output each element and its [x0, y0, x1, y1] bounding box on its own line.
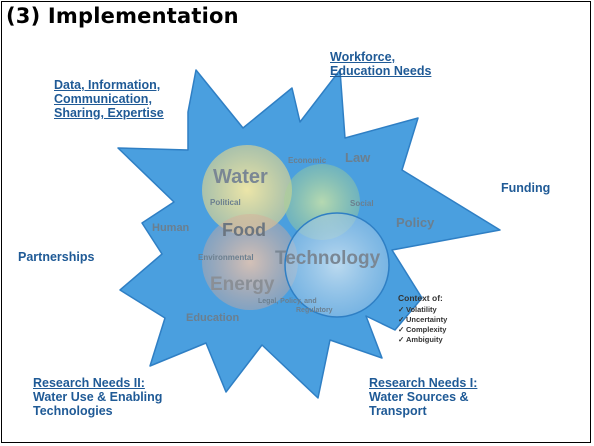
context-item: Ambiguity — [406, 335, 443, 344]
word-environmental: Environmental — [198, 253, 254, 262]
context-check-icon: ✓ — [398, 315, 404, 324]
technology-circle — [284, 212, 390, 318]
slide-title: (3) Implementation — [6, 4, 239, 28]
context-check-icon: ✓ — [398, 335, 404, 344]
label-research-needs-2[interactable]: Research Needs II: Water Use & Enabling … — [33, 376, 162, 418]
word-political: Political — [210, 198, 241, 207]
context-heading: Context of: — [398, 293, 443, 303]
label-partnerships[interactable]: Partnerships — [18, 250, 95, 264]
label-heading: Research Needs II: — [33, 376, 145, 390]
label-line: Technologies — [33, 404, 113, 418]
label-line: Education Needs — [330, 64, 432, 78]
word-energy: Energy — [210, 274, 275, 295]
word-human: Human — [152, 222, 190, 234]
context-item: Uncertainty — [406, 315, 448, 324]
word-law: Law — [345, 150, 371, 165]
word-social: Social — [350, 199, 374, 208]
context-item: Volatility — [406, 305, 438, 314]
label-heading: Research Needs I: — [369, 376, 478, 390]
label-line: Communication, — [54, 92, 152, 106]
label-workforce[interactable]: Workforce, Education Needs — [330, 50, 431, 78]
context-check-icon: ✓ — [398, 305, 404, 314]
label-data-information[interactable]: Data, Information, Communication, Sharin… — [54, 78, 164, 120]
word-education: Education — [186, 312, 239, 324]
context-check-icon: ✓ — [398, 325, 404, 334]
word-policy: Policy — [396, 215, 435, 230]
word-food: Food — [222, 220, 266, 240]
label-research-needs-1[interactable]: Research Needs I: Water Sources & Transp… — [369, 376, 477, 418]
label-line: Sharing, Expertise — [54, 106, 164, 120]
label-funding[interactable]: Funding — [501, 181, 551, 195]
word-technology: Technology — [275, 248, 381, 269]
context-item: Complexity — [406, 325, 447, 334]
label-line: Transport — [369, 404, 427, 418]
label-line: Data, Information, — [54, 78, 161, 92]
label-line: Workforce, — [330, 50, 396, 64]
water-circle — [202, 145, 292, 235]
energy-circle — [202, 214, 298, 310]
word-legal-line1: Legal, Policy, and — [258, 298, 317, 305]
word-water: Water — [213, 166, 268, 188]
label-line: Water Use & Enabling — [33, 390, 163, 404]
label-line: Water Sources & — [369, 390, 469, 404]
word-economic: Economic — [288, 156, 327, 165]
word-legal-line2: Regulatory — [296, 307, 333, 314]
